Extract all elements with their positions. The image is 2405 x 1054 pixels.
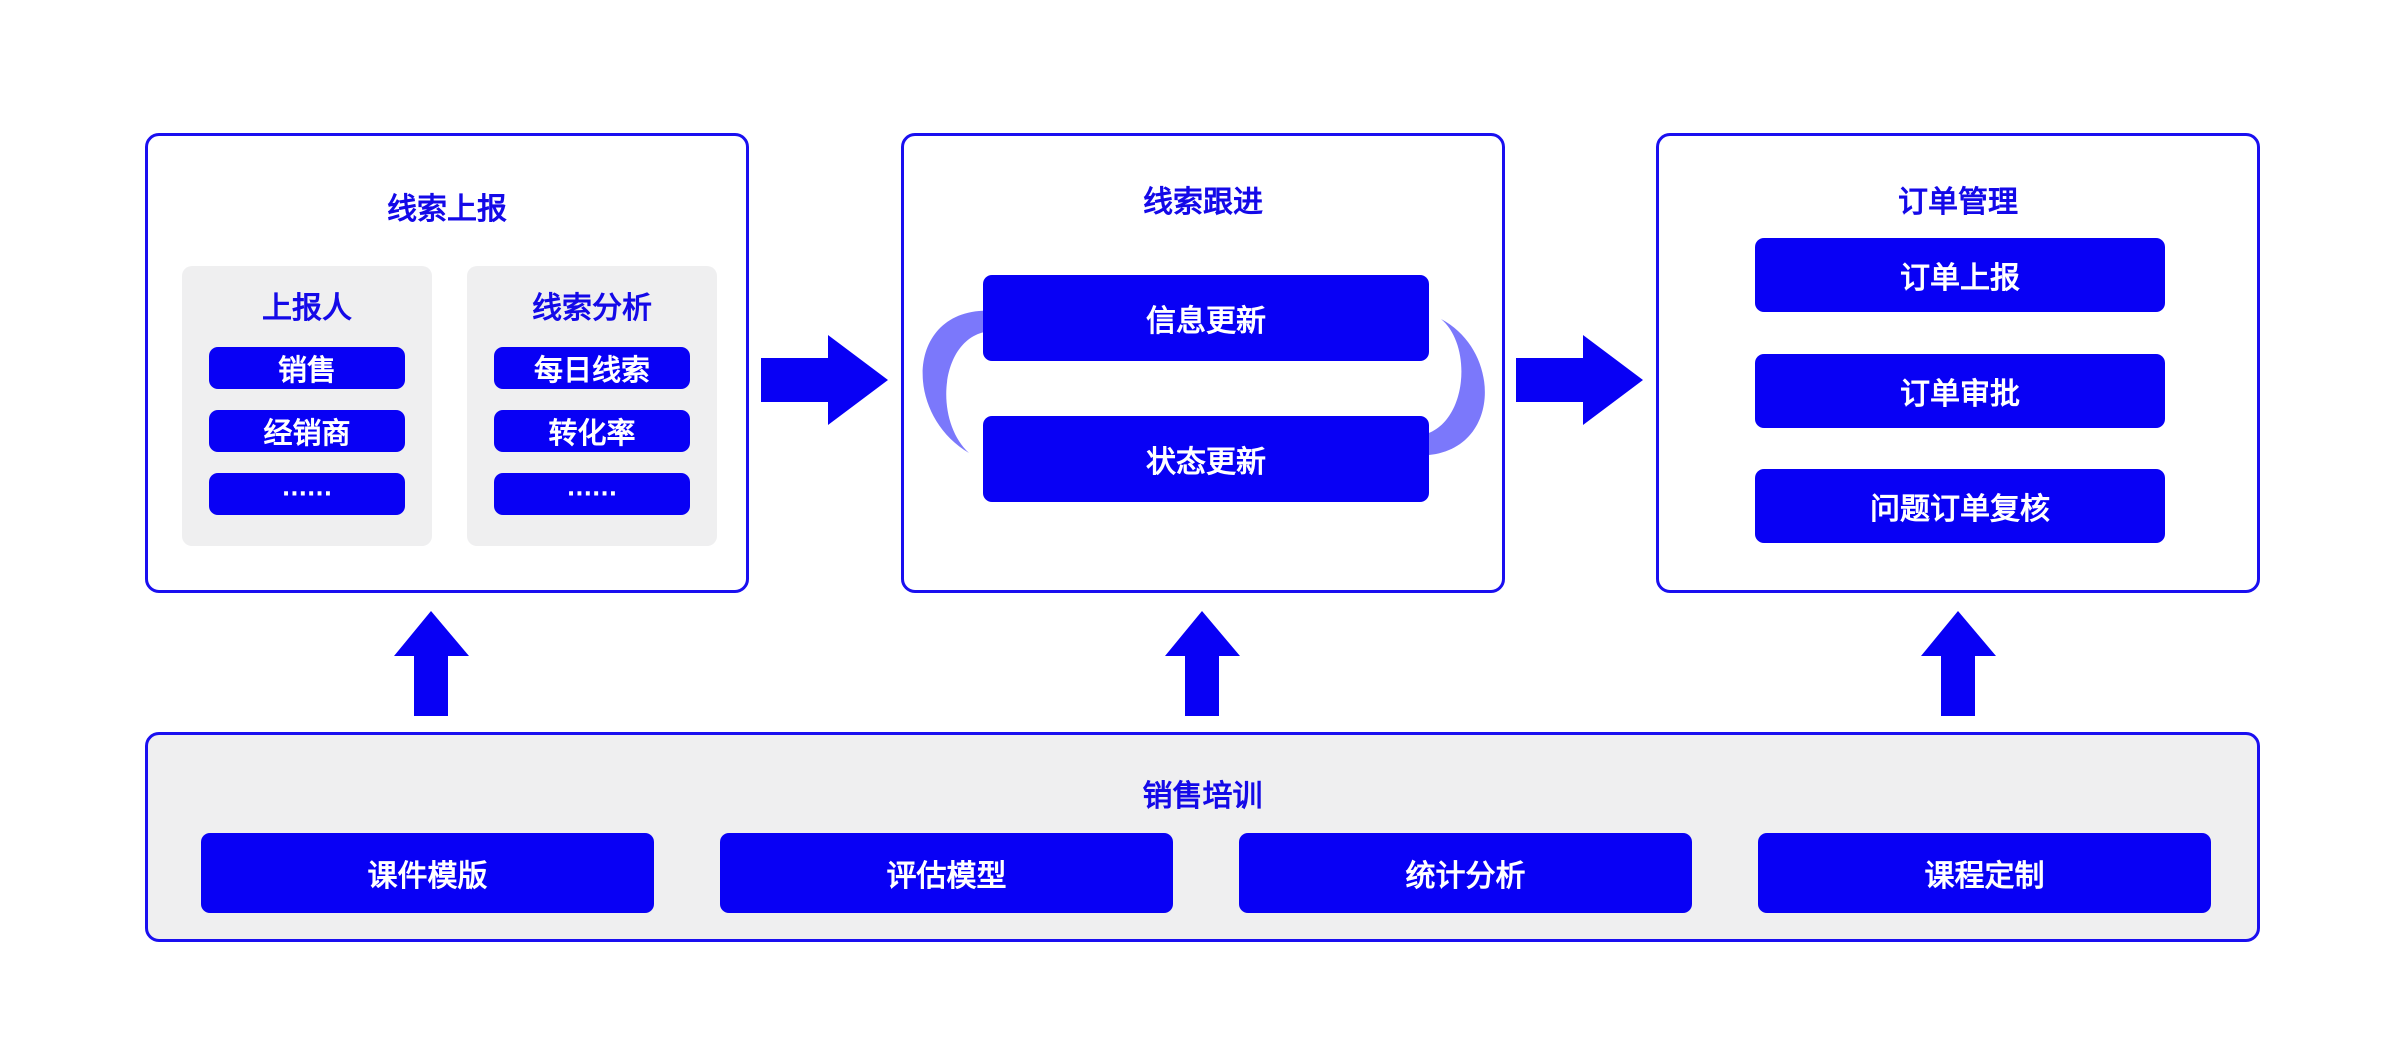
reporter-item-sales: 销售 [209, 347, 405, 389]
course-customization-box: 课程定制 [1758, 833, 2211, 913]
analysis-group: 线索分析 每日线索 转化率 ······ [467, 266, 717, 546]
reporter-item-dealer: 经销商 [209, 410, 405, 452]
up-arrow-icon [1921, 611, 1996, 716]
sales-training-panel: 销售培训 课件模版 评估模型 统计分析 课程定制 [145, 732, 2260, 942]
reporter-item-more: ······ [209, 473, 405, 515]
analysis-item-daily-leads: 每日线索 [494, 347, 690, 389]
right-arrow-icon [1516, 335, 1643, 425]
order-management-panel: 订单管理 订单上报 订单审批 问题订单复核 [1656, 133, 2260, 593]
problem-order-review-box: 问题订单复核 [1755, 469, 2165, 543]
status-update-box: 状态更新 [983, 416, 1429, 502]
order-management-title: 订单管理 [1898, 185, 2018, 220]
lead-report-panel: 线索上报 上报人 销售 经销商 ······ 线索分析 每日线索 转化率 ···… [145, 133, 749, 593]
analysis-item-more: ······ [494, 473, 690, 515]
order-report-box: 订单上报 [1755, 238, 2165, 312]
cycle-arrow-icon [922, 291, 1485, 475]
evaluation-model-box: 评估模型 [720, 833, 1173, 913]
info-update-box: 信息更新 [983, 275, 1429, 361]
lead-followup-panel: 线索跟进 信息更新 状态更新 [901, 133, 1505, 593]
up-arrow-icon [394, 611, 469, 716]
lead-followup-title: 线索跟进 [1143, 185, 1263, 220]
sales-training-title: 销售培训 [1142, 779, 1263, 814]
reporter-title: 上报人 [262, 291, 352, 326]
right-arrow-icon [761, 335, 888, 425]
statistical-analysis-box: 统计分析 [1239, 833, 1692, 913]
reporter-group: 上报人 销售 经销商 ······ [182, 266, 432, 546]
order-approval-box: 订单审批 [1755, 354, 2165, 428]
analysis-item-conversion: 转化率 [494, 410, 690, 452]
analysis-title: 线索分析 [532, 291, 652, 326]
lead-report-title: 线索上报 [387, 192, 507, 227]
up-arrow-icon [1165, 611, 1240, 716]
courseware-template-box: 课件模版 [201, 833, 654, 913]
